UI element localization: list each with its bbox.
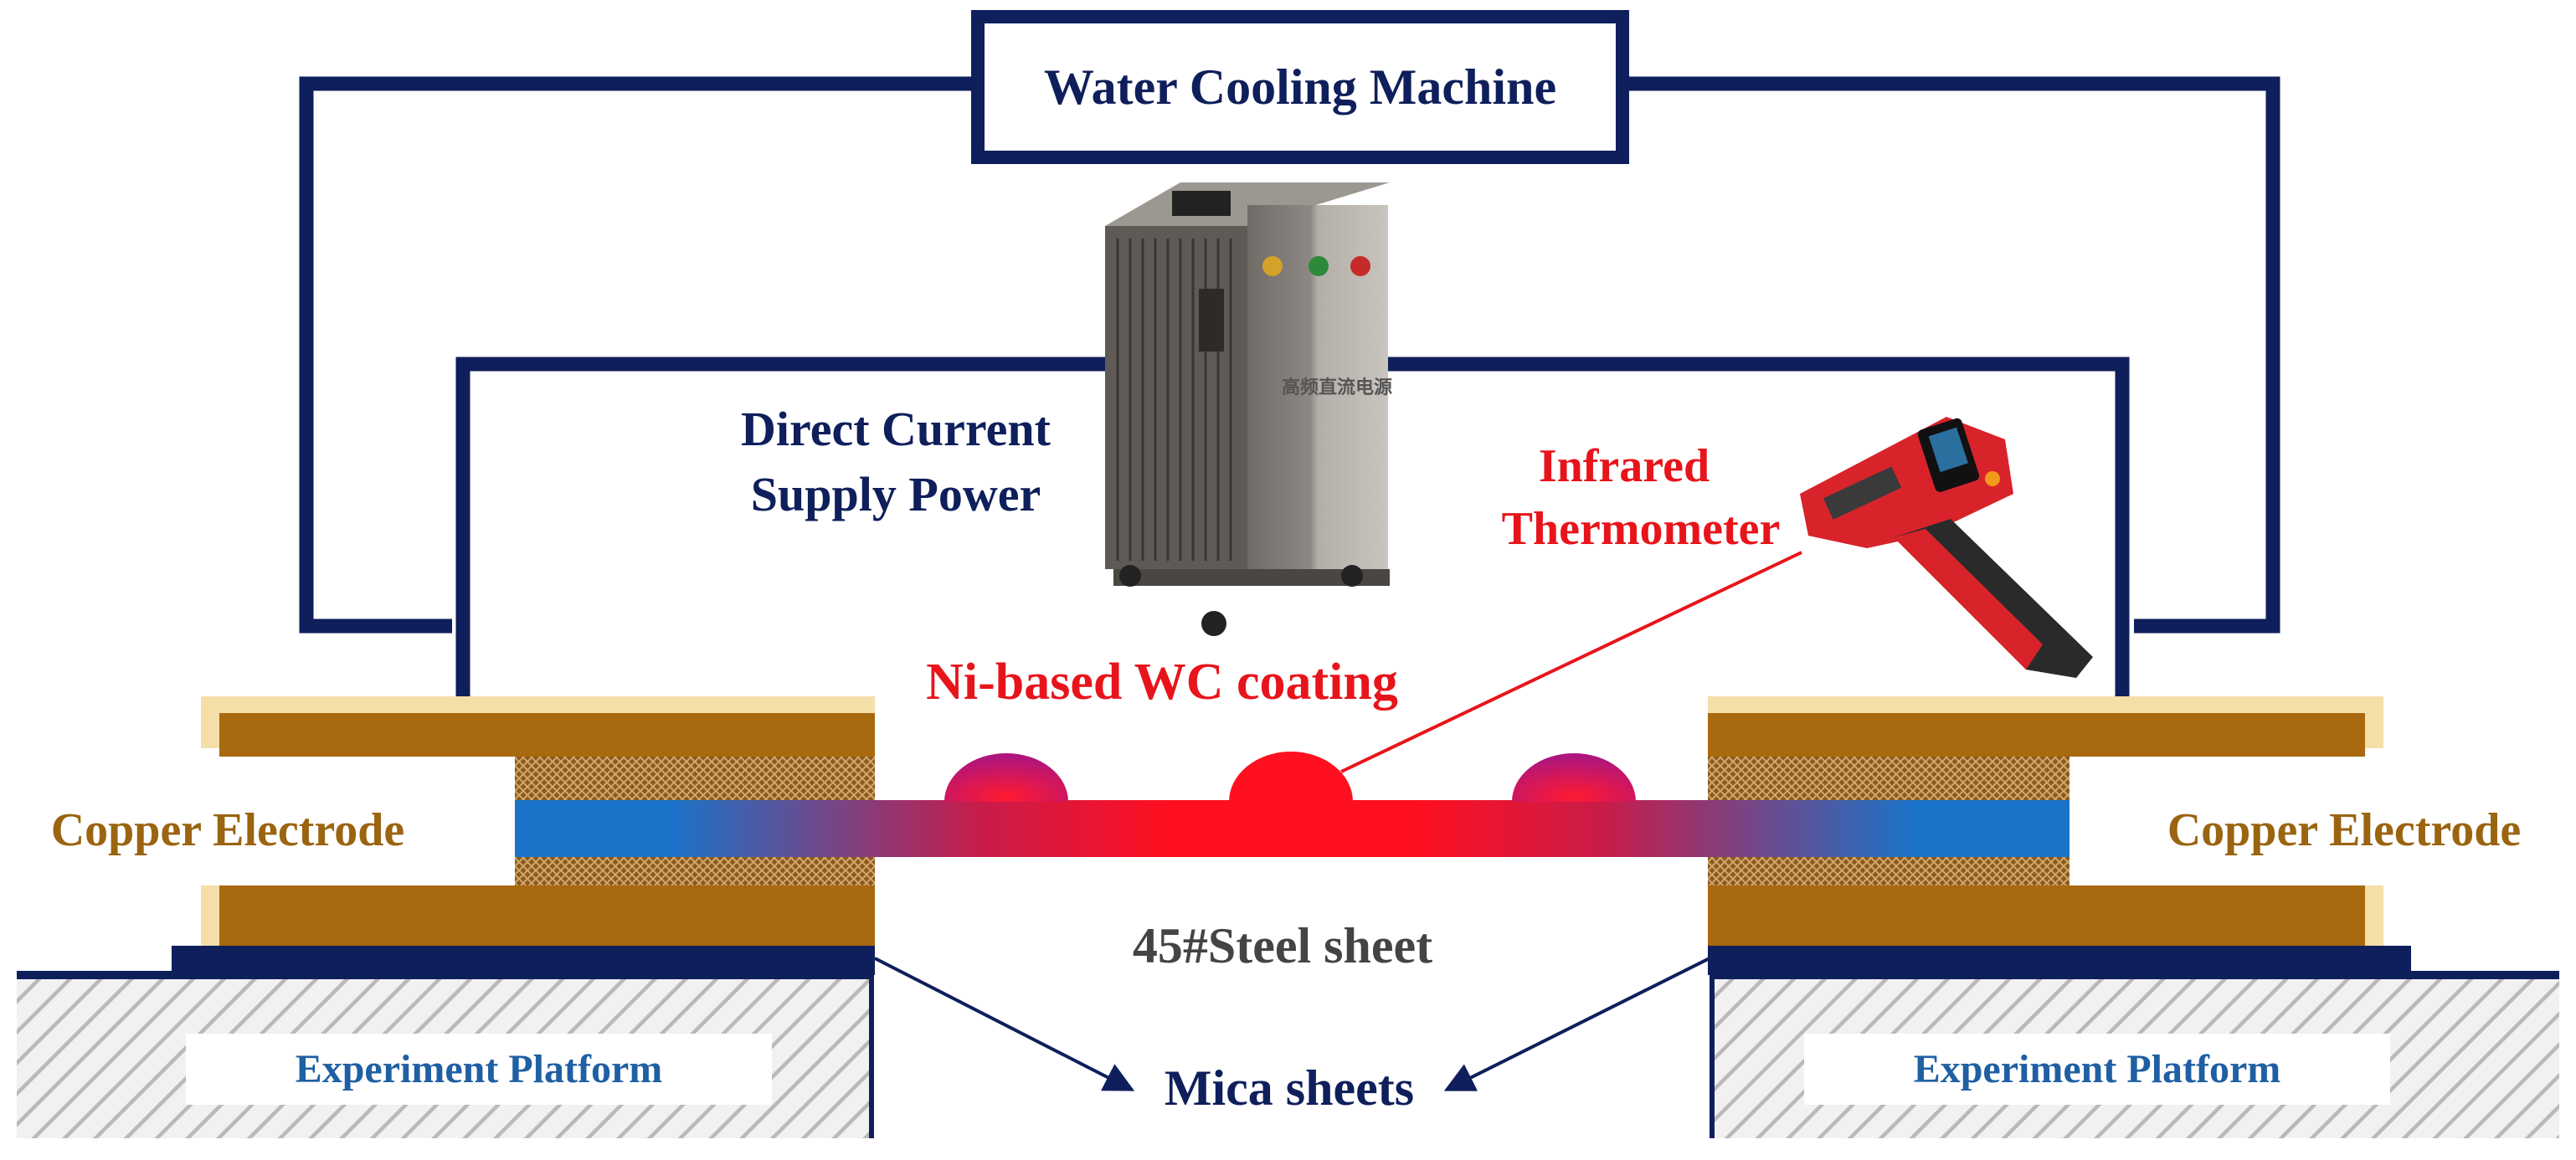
psu-panel-text: 高频直流电源 bbox=[1282, 377, 1392, 398]
steel-sheet bbox=[515, 800, 2070, 857]
infrared-thermometer-image bbox=[1800, 417, 2093, 678]
dc-power-label-line2: Supply Power bbox=[751, 467, 1041, 521]
steel-sheet-label: 45#Steel sheet bbox=[1133, 918, 1432, 973]
water-cooling-machine: Water Cooling Machine bbox=[971, 10, 1629, 164]
indicator-green-icon bbox=[1309, 256, 1329, 276]
platform-left-label: Experiment Platform bbox=[296, 1047, 663, 1091]
dc-power-label-line1: Direct Current bbox=[741, 402, 1051, 456]
mica-arrow-right bbox=[1443, 957, 1710, 1091]
wheel-icon bbox=[1201, 611, 1226, 636]
coating-dome-right bbox=[1512, 753, 1636, 802]
wheel-icon bbox=[1119, 565, 1141, 587]
infrared-label-line2: Thermometer bbox=[1502, 503, 1781, 555]
power-circuit-wire bbox=[455, 357, 2130, 718]
mica-sheet-left bbox=[172, 946, 875, 975]
experiment-platform-right: Experiment Platform bbox=[1710, 971, 2559, 1138]
copper-electrode-right bbox=[1708, 696, 2383, 946]
electrode-left-label: Copper Electrode bbox=[51, 804, 405, 856]
infrared-label-line1: Infrared bbox=[1539, 440, 1710, 492]
wheel-icon bbox=[1341, 565, 1363, 587]
dc-power-supply-image: 高频直流电源 bbox=[1105, 182, 1392, 636]
indicator-red-icon bbox=[1350, 256, 1370, 276]
infrared-pointer-line bbox=[1340, 551, 1802, 773]
water-cooling-label: Water Cooling Machine bbox=[1044, 59, 1556, 115]
coating-label: Ni-based WC coating bbox=[926, 654, 1398, 711]
platform-right-label: Experiment Platform bbox=[1914, 1047, 2281, 1091]
coating-dome-center bbox=[1229, 752, 1353, 802]
mica-label: Mica sheets bbox=[1165, 1060, 1414, 1116]
electrode-right-label: Copper Electrode bbox=[2167, 804, 2522, 856]
indicator-yellow-icon bbox=[1262, 256, 1283, 276]
mica-arrow-left bbox=[874, 957, 1135, 1091]
coating-dome-left bbox=[944, 753, 1068, 802]
copper-electrode-left bbox=[201, 696, 875, 946]
experiment-platform-left: Experiment Platform bbox=[17, 971, 874, 1138]
mica-sheet-right bbox=[1708, 946, 2411, 975]
